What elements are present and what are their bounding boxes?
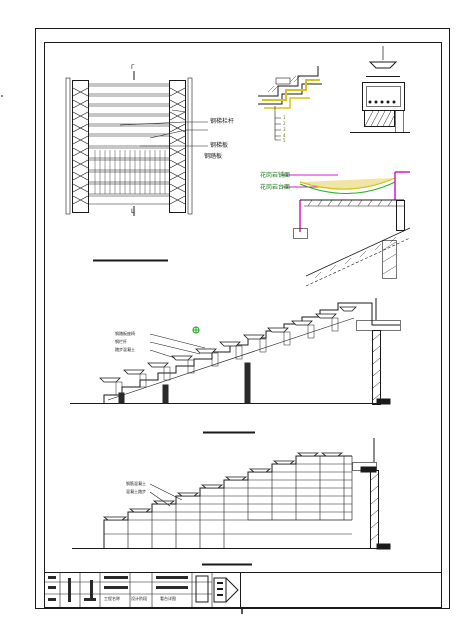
section-label-upper: 花岗岩铺面 — [260, 172, 291, 179]
elevation1-label-concrete: 踏步混凝土 — [115, 347, 135, 352]
detail-item-1: 1 — [283, 115, 286, 120]
elevation2-label-steps: 混凝土踏步 — [126, 489, 146, 494]
detail-item-4: 4 — [283, 133, 286, 138]
plan-label-railing: 钢梯栏杆 — [210, 118, 235, 125]
detail-item-5: 5 — [283, 138, 286, 143]
title-block-drawing-name: 看台详图 — [160, 596, 176, 601]
title-block-project: 工程名称 — [104, 596, 120, 601]
elevation1-label-seat: 钢踏板座椅 — [115, 331, 135, 336]
plan-label-plate: 钢梯板 — [210, 142, 229, 149]
plan-label-tread: 钢踏板 — [204, 153, 223, 160]
section-label-lower: 花岗岩台面 — [260, 184, 291, 191]
plan-bottom-marker: L — [131, 208, 135, 215]
plan-top-marker: Γ — [131, 64, 135, 71]
title-block-stage: 设计阶段 — [131, 596, 147, 601]
detail-item-2: 2 — [283, 121, 286, 126]
elevation2-label-rc: 钢筋混凝土 — [126, 481, 146, 486]
detail-item-3: 3 — [283, 127, 286, 132]
elevation1-label-railing: 钢栏杆 — [115, 339, 127, 344]
